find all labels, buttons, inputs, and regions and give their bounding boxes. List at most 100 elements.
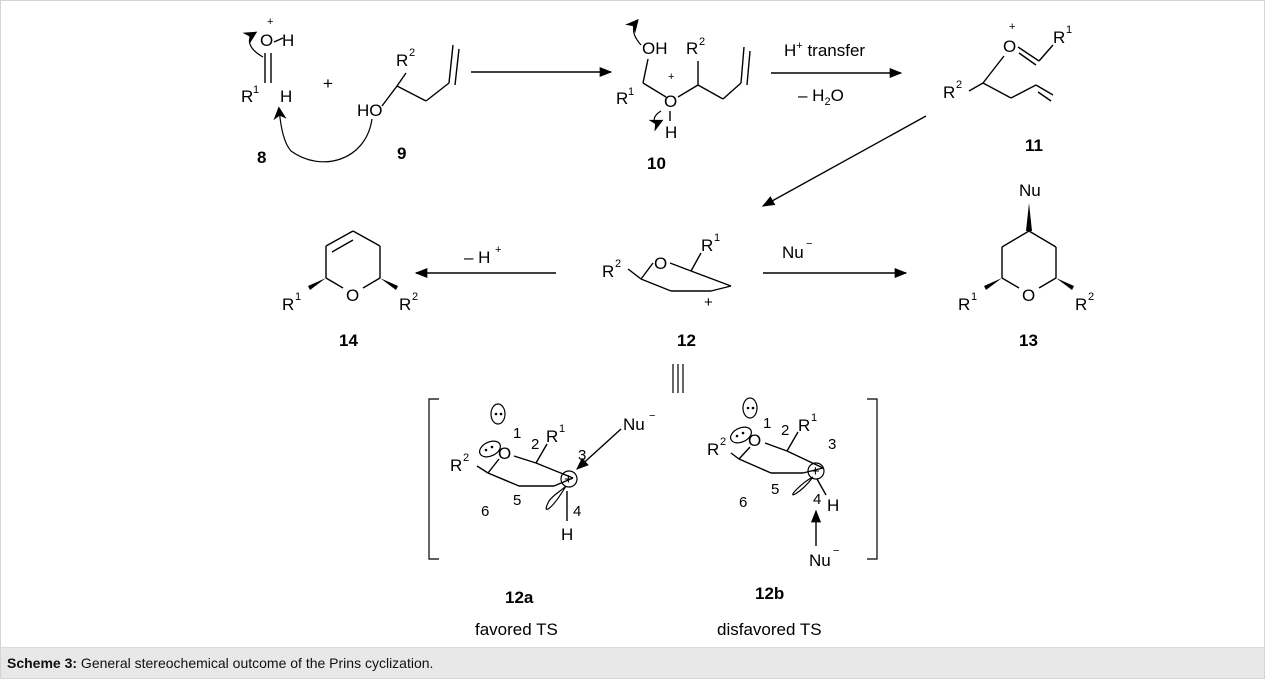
prins-scheme-diagram: + O H R 1 H 8 + HO R 2 9 OH R 1 + O H [241, 16, 1094, 639]
scheme-caption: Scheme 3: General stereochemical outcome… [1, 647, 1264, 678]
svg-text:1: 1 [559, 423, 565, 435]
svg-text:R: R [616, 89, 628, 108]
compound-13: Nu O R 1 R 2 13 [958, 181, 1094, 350]
caption-text: General stereochemical outcome of the Pr… [77, 655, 434, 671]
svg-text:O: O [346, 286, 359, 305]
svg-text:2: 2 [409, 47, 415, 59]
favored-ts-label: favored TS [475, 620, 558, 639]
svg-text:3: 3 [828, 436, 836, 453]
svg-text:H: H [827, 496, 839, 515]
svg-text:2: 2 [956, 79, 962, 91]
svg-text:+: + [1009, 21, 1015, 33]
compound-14: O R 1 R 2 14 [282, 230, 418, 350]
svg-text:Nu: Nu [809, 551, 831, 570]
svg-text:Nu: Nu [782, 243, 804, 262]
svg-text:1: 1 [295, 291, 301, 303]
compound-10: OH R 1 + O H R 2 10 [616, 18, 751, 173]
svg-text:R: R [798, 416, 810, 435]
svg-text:– H: – H [464, 248, 490, 267]
compound-label-12a: 12a [505, 588, 534, 607]
compound-label-12b: 12b [755, 584, 784, 603]
arrow-12-to-13: Nu − [763, 238, 908, 279]
svg-text:H: H [665, 123, 677, 142]
svg-text:R: R [707, 440, 719, 459]
svg-text:+: + [267, 16, 273, 28]
svg-text:2: 2 [781, 422, 789, 439]
svg-text:2: 2 [1088, 291, 1094, 303]
transition-state-12a: O 1 R 2 2 R 1 3 5 6 + 4 H Nu − 12a favor… [450, 403, 655, 639]
svg-text:−: − [649, 410, 655, 422]
svg-text:2: 2 [531, 436, 539, 453]
svg-text:R: R [1075, 295, 1087, 314]
compound-label-13: 13 [1019, 331, 1038, 350]
svg-text:R: R [282, 295, 294, 314]
svg-text:H+ transfer: H+ transfer [784, 40, 865, 60]
svg-text:R: R [396, 51, 408, 70]
compound-8: + O H R 1 H 8 [241, 16, 294, 167]
svg-text:R: R [958, 295, 970, 314]
svg-text:2: 2 [615, 258, 621, 270]
svg-text:5: 5 [513, 492, 521, 509]
svg-text:O: O [1003, 37, 1016, 56]
svg-text:1: 1 [763, 415, 771, 432]
svg-text:+: + [495, 244, 501, 256]
svg-text:2: 2 [412, 291, 418, 303]
svg-text:−: − [806, 238, 812, 250]
svg-text:O: O [498, 444, 511, 463]
svg-text:5: 5 [771, 481, 779, 498]
disfavored-ts-label: disfavored TS [717, 620, 822, 639]
svg-text:O: O [664, 92, 677, 111]
left-bracket [428, 398, 439, 560]
svg-text:H: H [561, 525, 573, 544]
svg-text:2: 2 [720, 436, 726, 448]
svg-text:OH: OH [642, 39, 668, 58]
svg-text:HO: HO [357, 101, 383, 120]
svg-text:4: 4 [813, 491, 821, 508]
svg-text:– H2O: – H2O [798, 86, 844, 108]
svg-text:Nu: Nu [1019, 181, 1041, 200]
svg-text:1: 1 [971, 291, 977, 303]
svg-text:1: 1 [513, 425, 521, 442]
compound-label-12: 12 [677, 331, 696, 350]
compound-label-10: 10 [647, 154, 666, 173]
svg-text:R: R [686, 39, 698, 58]
svg-text:−: − [833, 545, 839, 557]
svg-text:O: O [748, 431, 761, 450]
svg-text:R: R [450, 456, 462, 475]
svg-text:R: R [701, 236, 713, 255]
svg-text:O: O [1022, 286, 1035, 305]
compound-12: R 2 O R 1 + 12 [602, 232, 732, 350]
compound-label-8: 8 [257, 148, 266, 167]
svg-text:O: O [260, 31, 273, 50]
svg-text:R: R [546, 427, 558, 446]
arrow-12-to-14: – H + [414, 244, 556, 279]
svg-text:3: 3 [578, 447, 586, 464]
svg-text:O: O [654, 254, 667, 273]
svg-text:R: R [602, 262, 614, 281]
svg-text:2: 2 [463, 452, 469, 464]
svg-text:+: + [811, 463, 820, 480]
svg-text:1: 1 [1066, 24, 1072, 36]
right-bracket [867, 398, 878, 560]
svg-text:R: R [943, 83, 955, 102]
svg-text:H: H [280, 87, 292, 106]
svg-text:1: 1 [714, 232, 720, 244]
svg-text:2: 2 [699, 36, 705, 48]
transition-state-12b: O 1 R 2 2 R 1 3 5 6 + H 4 Nu − 12b disfa… [707, 397, 839, 639]
svg-text:Nu: Nu [623, 415, 645, 434]
equivalence-symbol [672, 364, 684, 393]
svg-text:+: + [704, 294, 713, 311]
arrow-10-to-11: H+ transfer – H2O [771, 40, 903, 108]
compound-label-14: 14 [339, 331, 358, 350]
svg-text:R: R [399, 295, 411, 314]
svg-text:R: R [241, 87, 253, 106]
arrow-11-to-12 [761, 115, 927, 207]
svg-text:1: 1 [628, 86, 634, 98]
svg-text:6: 6 [739, 494, 747, 511]
svg-text:1: 1 [253, 84, 259, 96]
svg-text:4: 4 [573, 503, 581, 520]
compound-11: + O R 1 R 2 11 [943, 21, 1072, 155]
compound-label-9: 9 [397, 144, 406, 163]
svg-text:1: 1 [811, 412, 817, 424]
